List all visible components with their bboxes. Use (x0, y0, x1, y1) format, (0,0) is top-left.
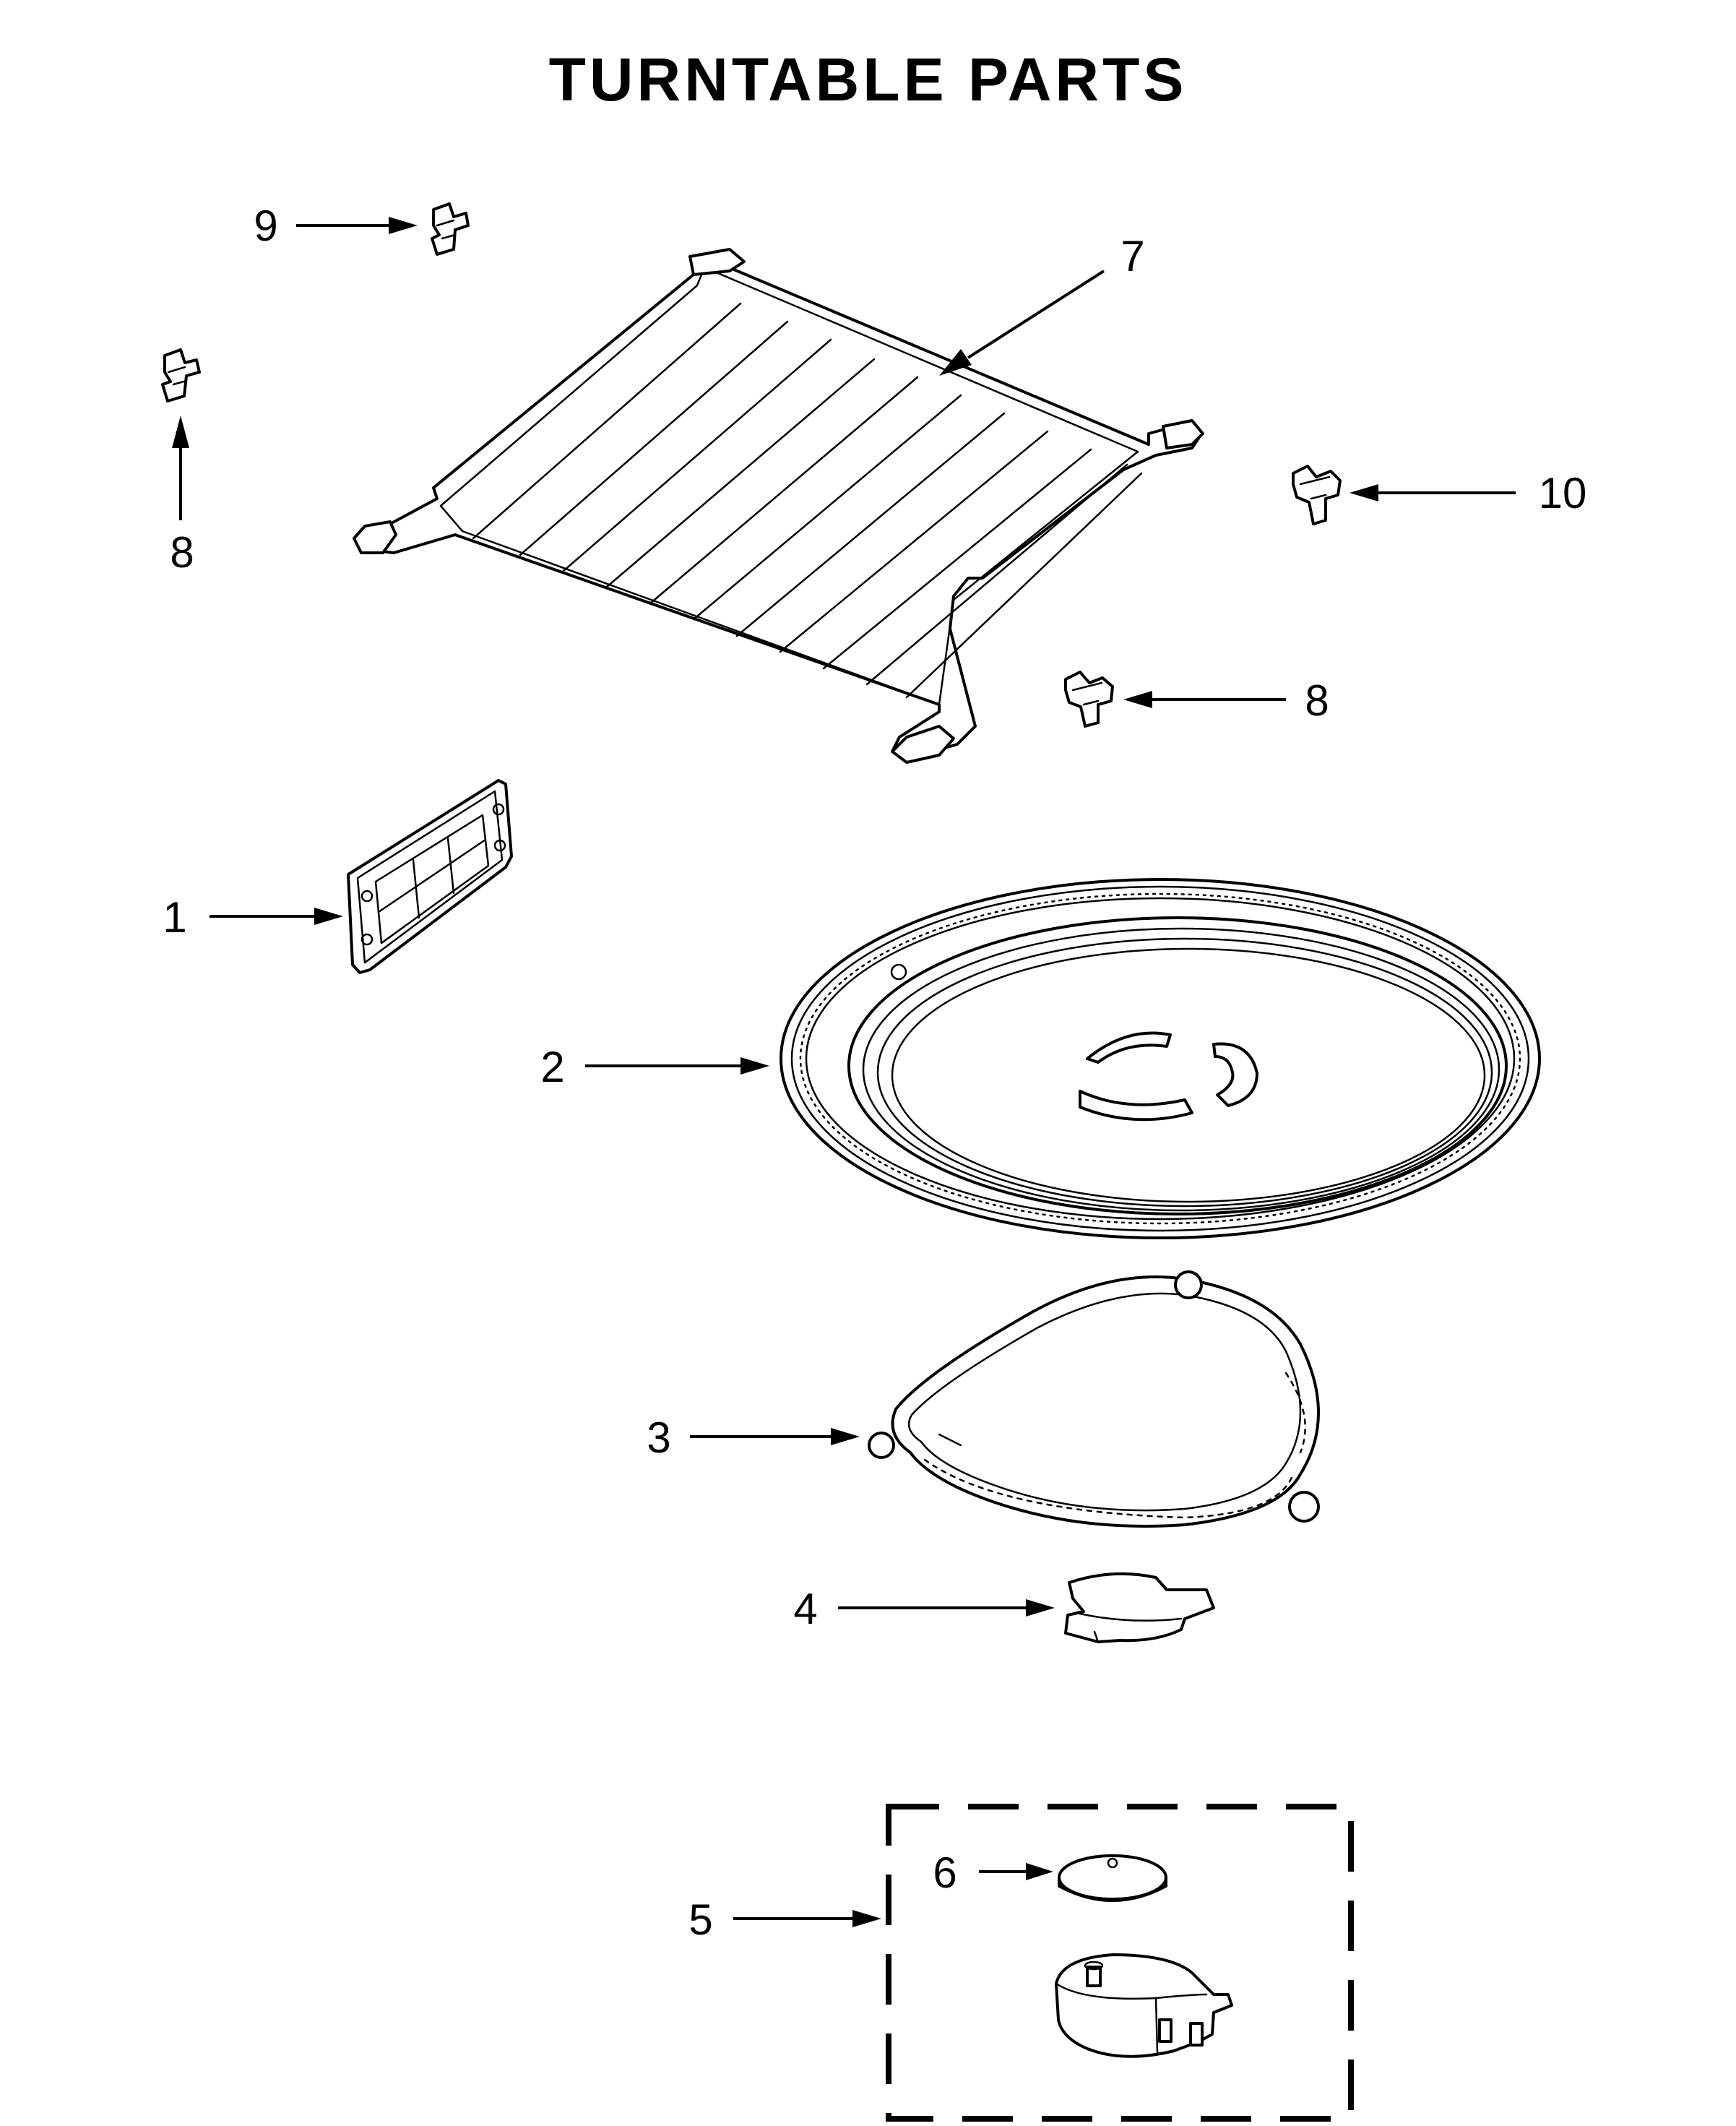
callout-label-2: 2 (540, 1043, 564, 1091)
turntable-coupler (1064, 1572, 1215, 1643)
callout-label-10: 10 (1539, 469, 1587, 517)
oven-rack (353, 248, 1204, 764)
callout-label-9: 9 (254, 202, 277, 250)
side-latch-10 (1292, 465, 1342, 525)
side-latch-lower-right (1064, 671, 1114, 728)
callout-label-7: 7 (1120, 232, 1144, 280)
vent-grille (347, 779, 513, 974)
turntable-tray (780, 878, 1541, 1239)
callout-label-6: 6 (933, 1849, 956, 1897)
side-latch-9 (431, 202, 470, 256)
turntable-motor (1055, 1953, 1233, 2058)
motor-cover-disc (1058, 1854, 1167, 1902)
arrow-7 (967, 270, 1105, 359)
callout-label-8-lower: 8 (1305, 676, 1329, 725)
callout-arrows (172, 217, 1516, 1927)
callout-label-4: 4 (793, 1585, 817, 1633)
roller-ring (868, 1270, 1320, 1528)
callout-label-1: 1 (163, 893, 186, 942)
diagram-title: TURNTABLE PARTS (548, 46, 1188, 113)
side-latch-upper-left (161, 348, 201, 403)
callout-labels: 9 7 8 10 8 1 2 3 4 5 6 (163, 202, 1586, 1944)
motor-kit-dashed-box (886, 1804, 1354, 2122)
callout-label-3: 3 (647, 1413, 670, 1462)
callout-label-8-upper: 8 (170, 528, 194, 577)
callout-label-5: 5 (688, 1895, 712, 1944)
